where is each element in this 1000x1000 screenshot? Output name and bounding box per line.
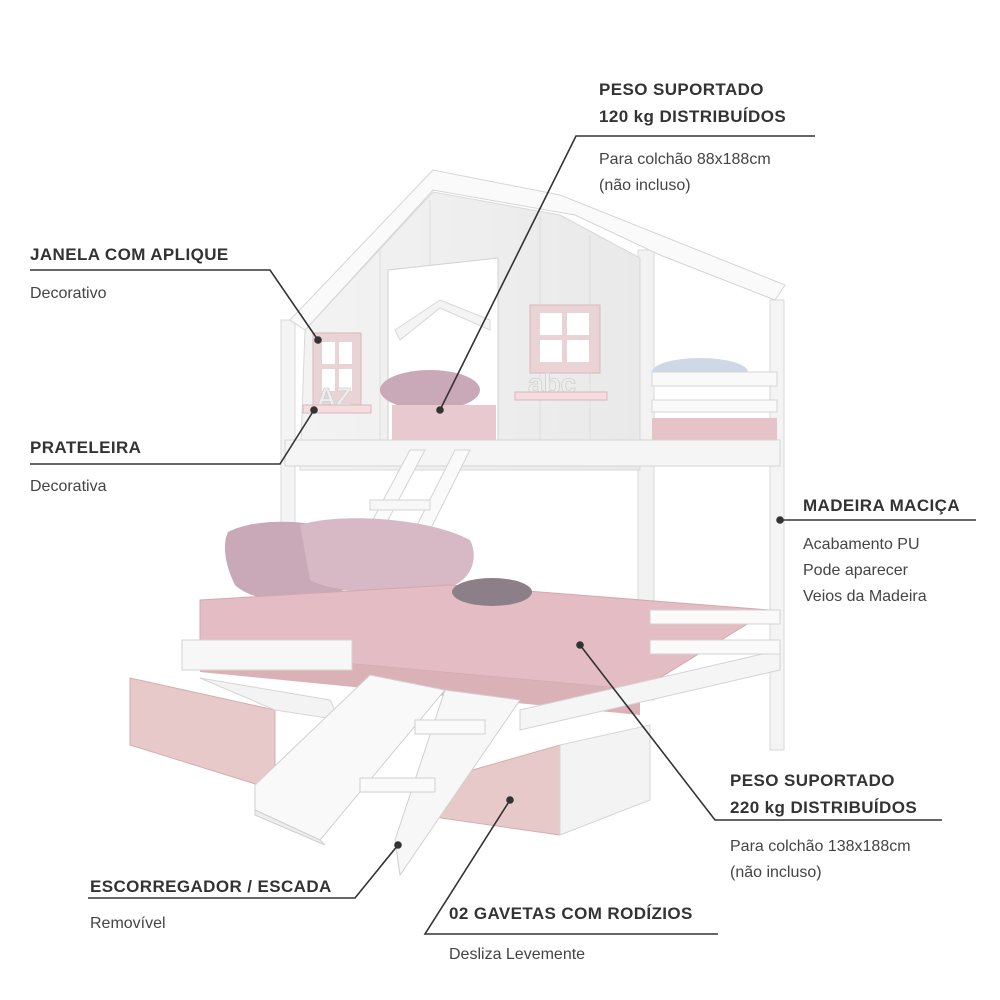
annotation-desc: Para colchão 88x188cm xyxy=(599,151,771,168)
annotation-desc: Veios da Madeira xyxy=(803,588,927,605)
annotation-desc: Decorativa xyxy=(30,478,107,495)
leader-escorregador xyxy=(88,844,399,899)
annotation-gavetas: 02 GAVETAS COM RODÍZIOS Desliza Levement… xyxy=(449,904,693,968)
annotation-title: ESCORREGADOR / ESCADA xyxy=(90,877,332,896)
annotation-desc: Acabamento PU xyxy=(803,536,920,553)
leader-peso-bottom xyxy=(579,644,942,821)
annotation-escorregador: ESCORREGADOR / ESCADA Removível xyxy=(90,877,332,937)
annotation-janela: JANELA COM APLIQUE Decorativo xyxy=(30,245,229,307)
annotation-peso-top: PESO SUPORTADO 120 kg DISTRIBUÍDOS Para … xyxy=(599,80,786,199)
annotation-title: 220 kg DISTRIBUÍDOS xyxy=(730,798,918,817)
leader-peso-top xyxy=(439,135,815,411)
annotation-desc: Removível xyxy=(90,915,166,932)
annotation-title: PESO SUPORTADO xyxy=(599,80,764,99)
leader-gavetas xyxy=(423,799,718,935)
annotation-prateleira: PRATELEIRA Decorativa xyxy=(30,438,141,500)
leader-prateleira xyxy=(30,409,315,465)
annotation-madeira: MADEIRA MACIÇA Acabamento PU Pode aparec… xyxy=(803,496,960,610)
drawer-right xyxy=(419,724,651,836)
window-applique-right: abc xyxy=(514,304,608,401)
annotation-title: PRATELEIRA xyxy=(30,438,142,457)
annotation-title: 120 kg DISTRIBUÍDOS xyxy=(599,107,787,126)
annotation-desc: Desliza Levemente xyxy=(449,946,586,963)
window-applique-left: AZ xyxy=(302,332,372,414)
annotation-desc: Pode aparecer xyxy=(803,562,908,579)
annotation-title: JANELA COM APLIQUE xyxy=(30,245,229,264)
annotation-desc: Para colchão 138x188cm xyxy=(730,838,911,855)
annotation-peso-bottom: PESO SUPORTADO 220 kg DISTRIBUÍDOS Para … xyxy=(730,771,917,886)
annotation-title: 02 GAVETAS COM RODÍZIOS xyxy=(449,904,693,923)
annotation-desc: (não incluso) xyxy=(599,177,691,194)
upper-frame xyxy=(280,249,785,751)
slide-stairs xyxy=(254,674,521,877)
annotation-desc: Decorativo xyxy=(30,285,107,302)
leader-janela xyxy=(30,269,319,341)
annotation-title: PESO SUPORTADO xyxy=(730,771,895,790)
lower-frame xyxy=(181,609,781,731)
upper-bed xyxy=(284,358,781,467)
annotation-title: MADEIRA MACIÇA xyxy=(803,496,961,515)
annotation-desc: (não incluso) xyxy=(730,864,822,881)
lower-pillows xyxy=(224,518,474,602)
